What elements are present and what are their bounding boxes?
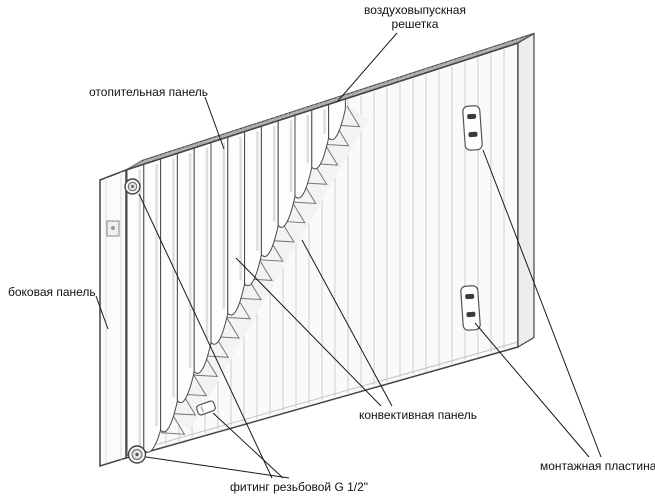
leader-fitting-top [138, 193, 273, 479]
leader-fitting-bottom [145, 456, 290, 479]
convector-band [168, 106, 369, 431]
leader-lines [95, 32, 602, 479]
leader-convector-1 [301, 239, 393, 407]
label-mounting-plate: монтажная пластина [540, 459, 655, 473]
leader-mounting-upper [482, 149, 602, 458]
fitting-top [124, 178, 141, 195]
label-heating-panel: отопительная панель [89, 85, 208, 99]
mounting-plate-lower [460, 285, 481, 331]
air-grille [125, 32, 535, 171]
leader-side-panel [95, 295, 109, 330]
heating-panel-fins [126, 98, 346, 459]
label-air-grille: воздуховыпускная решетка [364, 3, 466, 32]
threaded-fittings [124, 178, 216, 464]
label-side-panel: боковая панель [8, 285, 96, 299]
leader-mounting-lower [474, 322, 590, 458]
leader-air-grille [336, 32, 398, 103]
label-fitting: фитинг резьбовой G 1/2" [230, 480, 369, 494]
fitting-bottom [127, 445, 147, 464]
bottom-edge-detail [125, 341, 519, 454]
mounting-plates [460, 105, 483, 331]
right-end-face [517, 32, 535, 349]
side-panel [99, 168, 127, 468]
mounting-plate-upper [462, 105, 483, 151]
label-convector-panel: конвективная панель [359, 408, 478, 422]
leader-convector-2 [235, 257, 382, 407]
convector-fins [160, 105, 361, 435]
leader-fitting-plug [212, 412, 284, 479]
leader-heating-panel [204, 96, 225, 150]
fitting-plug [196, 400, 216, 416]
